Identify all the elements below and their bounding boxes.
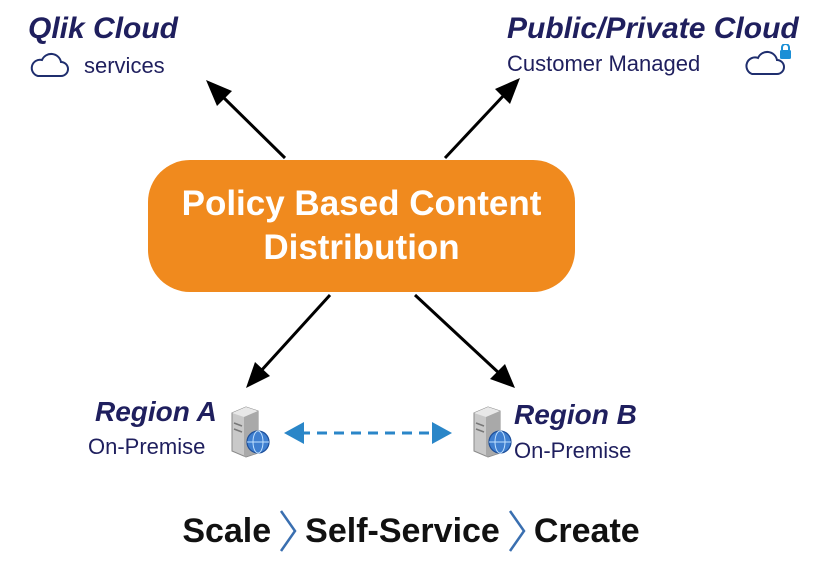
flow-step-create: Create (533, 511, 640, 550)
policy-distribution-box: Policy Based Content Distribution (148, 160, 575, 292)
server-globe-icon (231, 406, 270, 458)
public-private-cloud-subtitle: Customer Managed (507, 51, 701, 76)
center-line-1: Policy Based Content (181, 184, 542, 223)
arrowhead-public-private-cloud (495, 78, 520, 104)
qlik-cloud-subtitle: services (84, 53, 165, 78)
arrow-to-region-a (258, 293, 332, 374)
chevron-right-icon (280, 510, 297, 552)
center-line-2: Distribution (263, 228, 460, 267)
flow-step-scale: Scale (182, 511, 272, 550)
public-private-cloud-title: Public/Private Cloud (507, 12, 799, 45)
server-globe-icon (473, 406, 512, 458)
sync-arrowhead-right (432, 422, 452, 444)
arrow-to-region-b (413, 293, 502, 376)
arrowhead-region-a (246, 362, 270, 388)
cloud-lock-icon (745, 44, 791, 75)
region-a-title: Region A (95, 396, 217, 427)
arrowhead-qlik-cloud (206, 80, 232, 106)
region-a-subtitle: On-Premise (88, 434, 206, 459)
sync-arrowhead-left (284, 422, 304, 444)
region-b-title: Region B (514, 399, 637, 430)
arrowhead-region-b (490, 364, 515, 388)
region-b-subtitle: On-Premise (514, 438, 632, 463)
flow-steps: Scale Self-Service Create (0, 508, 822, 554)
cloud-icon (30, 52, 69, 77)
arrow-to-qlik-cloud (220, 94, 287, 160)
chevron-right-icon (508, 510, 526, 552)
flow-step-self-service: Self-Service (305, 511, 500, 550)
arrow-to-public-private-cloud (443, 92, 507, 160)
qlik-cloud-title: Qlik Cloud (28, 12, 178, 45)
